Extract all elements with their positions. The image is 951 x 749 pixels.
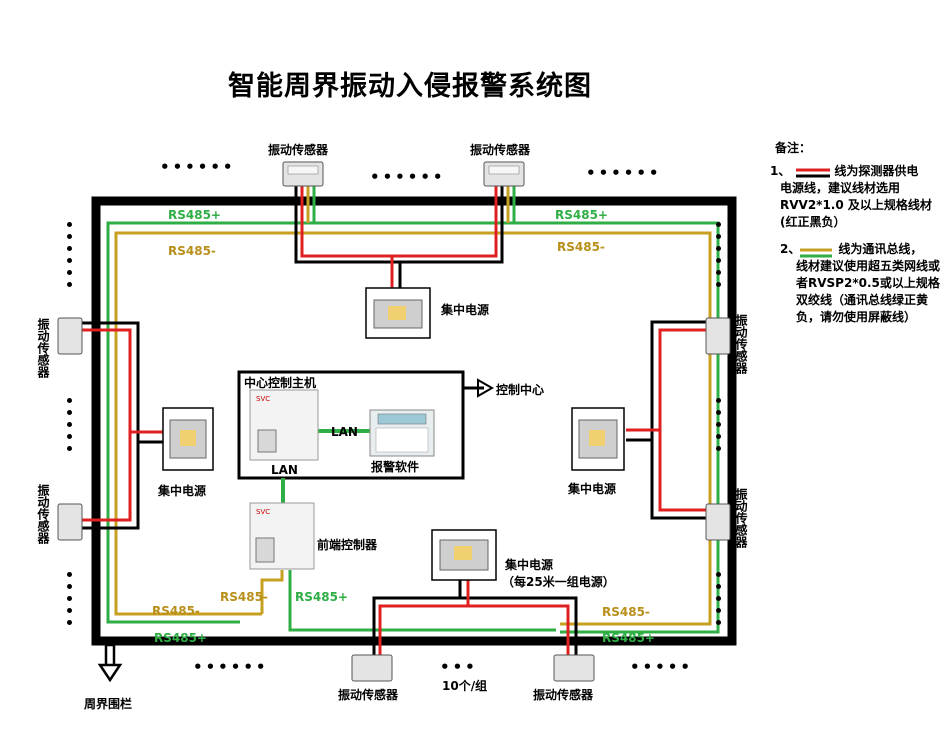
rs485-plus-label: RS485+ xyxy=(602,631,655,645)
rs485-minus-label: RS485- xyxy=(557,240,605,254)
ellipsis-dots: •••••• xyxy=(193,658,269,676)
psu-label-top: 集中电源 xyxy=(441,303,490,317)
perimeter-frame xyxy=(91,196,737,646)
sensor-label-bottom-right: 振动传感器 xyxy=(533,688,594,702)
ellipsis-dots: •••••• xyxy=(586,164,662,182)
central-control-box xyxy=(237,370,465,480)
rs485-plus-label: RS485+ xyxy=(295,590,348,604)
right-power-wiring xyxy=(626,320,710,520)
note-text: 线为探测器供电 xyxy=(834,164,919,178)
rs485-minus-label: RS485- xyxy=(152,604,200,618)
lan-label: LAN xyxy=(271,463,298,477)
power-supply-icon xyxy=(365,287,431,339)
left-power-wiring xyxy=(80,321,164,530)
page-title: 智能周界振动入侵报警系统图 xyxy=(228,71,592,102)
ellipsis-dots xyxy=(716,572,722,632)
ellipsis-dots: •••••• xyxy=(160,158,236,176)
rs485-minus-bus-from-controller xyxy=(260,570,284,614)
arrow-down-icon xyxy=(97,643,123,683)
sensor-label-top-left: 振动传感器 xyxy=(268,143,329,157)
sensor-label-left-upper: 振动传感器 xyxy=(36,318,50,378)
sensor-label-right-lower: 振动传感器 xyxy=(734,488,748,548)
top-power-wiring xyxy=(294,185,516,288)
legend-power-swatch xyxy=(796,168,830,178)
alarm-software-label: 报警软件 xyxy=(371,460,420,474)
alarm-panel-icon: SVC xyxy=(249,502,315,570)
sensor-label-top-right: 振动传感器 xyxy=(470,143,531,157)
sensor-box-icon xyxy=(483,161,525,187)
alarm-panel-icon: SVC xyxy=(249,389,319,461)
perimeter-fence-label: 周界围栏 xyxy=(84,697,133,711)
group-count-label: 10个/组 xyxy=(442,679,488,693)
ellipsis-dots xyxy=(67,222,73,294)
psu-label-right: 集中电源 xyxy=(568,482,617,496)
ellipsis-dots xyxy=(67,572,73,632)
front-controller-label: 前端控制器 xyxy=(317,538,378,552)
power-supply-icon xyxy=(431,529,497,581)
ellipsis-dots: ••••• xyxy=(630,658,693,676)
power-supply-icon xyxy=(571,407,625,471)
rs485-plus-label: RS485+ xyxy=(168,208,221,222)
notes-heading: 备注： xyxy=(775,141,812,155)
note-item-power: 1、 线为探测器供电 电源线，建议线材选用RVV2*1.0 及以上规格线材(红正黑… xyxy=(770,163,945,231)
rs485-minus-label: RS485- xyxy=(220,590,268,604)
sensor-box-icon xyxy=(705,317,731,355)
svg-text:SVC: SVC xyxy=(256,508,270,516)
sensor-box-icon xyxy=(282,161,324,187)
central-host-label: 中心控制主机 xyxy=(244,376,317,390)
ellipsis-dots: ••• xyxy=(440,658,478,676)
lan-label: LAN xyxy=(331,425,358,439)
note-item-bus: 2、 线为通讯总线， 线材建议使用超五类网线或者RVSP2*0.5或以上规格双绞线… xyxy=(770,241,945,326)
power-supply-icon xyxy=(162,407,214,471)
rs485-plus-label: RS485+ xyxy=(154,631,207,645)
sensor-box-icon xyxy=(705,503,731,541)
sensor-box-icon xyxy=(553,654,595,682)
psu-label-left: 集中电源 xyxy=(158,484,207,498)
bottom-power-wiring xyxy=(372,580,578,655)
psu-label-bottom: 集中电源 xyxy=(505,558,554,572)
psu-label-bottom-note: （每25米一组电源） xyxy=(502,575,615,589)
rs485-plus-bus xyxy=(106,221,720,634)
note-text: 线材建议使用超五类网线或者RVSP2*0.5或以上规格双绞线（通讯总线绿正黄负，… xyxy=(796,259,941,324)
sensor-box-icon xyxy=(351,654,393,682)
svg-text:SVC: SVC xyxy=(256,395,270,403)
ellipsis-dots xyxy=(716,222,722,294)
arrow-right-icon xyxy=(463,378,495,398)
rs485-minus-bus xyxy=(114,231,712,626)
ellipsis-dots: •••••• xyxy=(370,168,446,186)
rs485-plus-label: RS485+ xyxy=(555,208,608,222)
notes-panel: 备注： 1、 线为探测器供电 电源线，建议线材选用RVV2*1.0 及以上规格线材… xyxy=(770,140,945,326)
sensor-box-icon xyxy=(57,317,83,355)
sensor-label-left-lower: 振动传感器 xyxy=(36,484,50,544)
note-text: 线为通讯总线， xyxy=(838,242,923,256)
sensor-box-icon xyxy=(57,503,83,541)
alarm-software-icon xyxy=(369,409,435,457)
ellipsis-dots xyxy=(716,398,722,458)
note-index: 1、 xyxy=(770,164,791,178)
note-text: 电源线，建议线材选用RVV2*1.0 及以上规格线材(红正黑负） xyxy=(780,181,932,229)
sensor-label-right-upper: 振动传感器 xyxy=(734,314,748,374)
rs485-minus-label: RS485- xyxy=(168,244,216,258)
sensor-label-bottom-left: 振动传感器 xyxy=(338,688,399,702)
ellipsis-dots xyxy=(67,398,73,458)
legend-bus-swatch xyxy=(800,248,832,258)
rs485-plus-bus-from-controller xyxy=(288,570,556,632)
control-center-label: 控制中心 xyxy=(496,383,545,397)
rs485-minus-label: RS485- xyxy=(602,605,650,619)
note-index: 2、 xyxy=(780,242,801,256)
